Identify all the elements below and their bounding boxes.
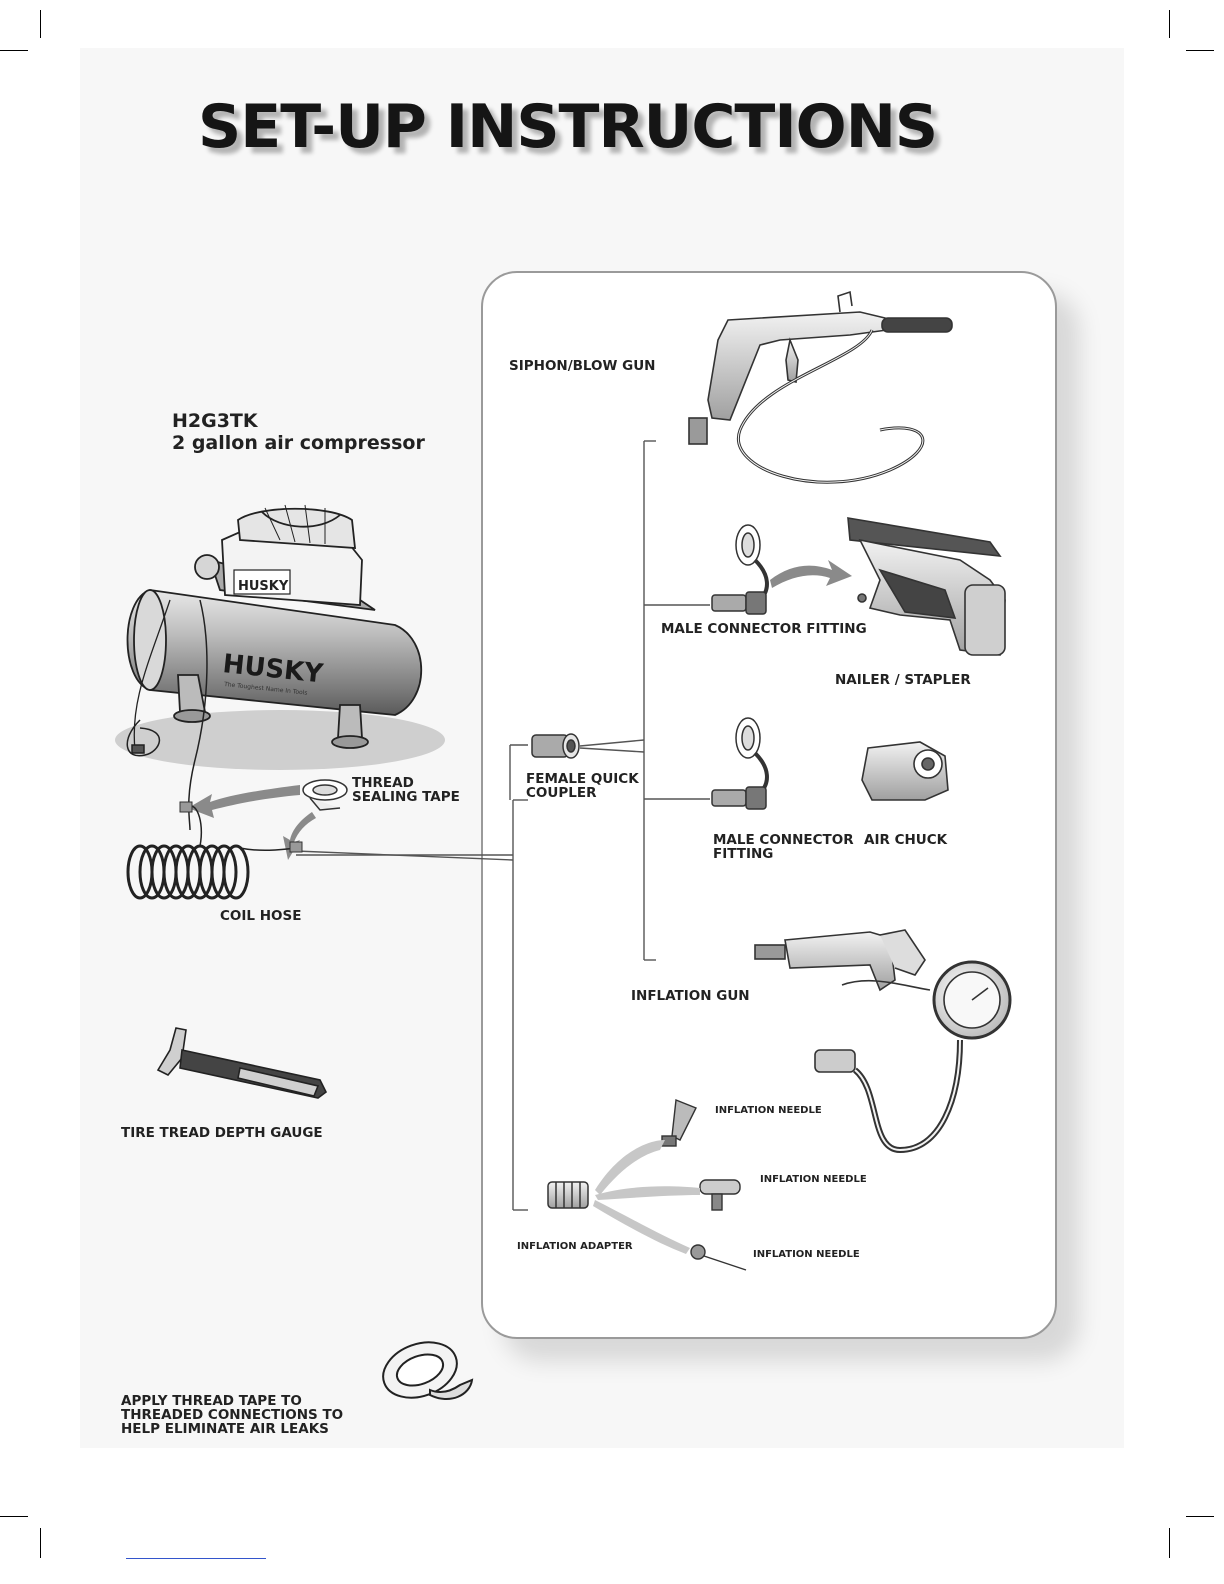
tire-tread-depth-gauge-illustration — [156, 1027, 328, 1099]
air-chuck-illustration — [861, 741, 949, 801]
label-inflation-needle-3: INFLATION NEEDLE — [753, 1249, 860, 1260]
inflation-adapter-illustration — [547, 1181, 589, 1209]
hose-fitting-icon — [179, 801, 193, 813]
compressor-description: 2 gallon air compressor — [172, 432, 425, 454]
crop-mark — [1169, 10, 1170, 38]
crop-mark — [1186, 50, 1214, 51]
inflation-needle-3-illustration — [690, 1244, 747, 1271]
label-inflation-gun: INFLATION GUN — [631, 988, 750, 1004]
thread-sealing-tape-illustration — [302, 779, 348, 811]
label-apply-thread-tape: APPLY THREAD TAPE TO THREADED CONNECTION… — [121, 1393, 344, 1437]
label-female-quick-coupler: FEMALE QUICK COUPLER — [526, 771, 639, 801]
label-male-connector-fitting-2: MALE CONNECTOR FITTING — [713, 832, 854, 862]
crop-mark — [1169, 1528, 1170, 1558]
crop-mark — [40, 10, 41, 38]
apply-tape-arrow-icon — [283, 812, 316, 860]
crop-mark — [40, 1528, 41, 1558]
female-quick-coupler-illustration — [531, 733, 580, 759]
needle-options-spray — [595, 1186, 700, 1200]
nailer-stapler-illustration — [847, 517, 1006, 656]
compressor-model: H2G3TK — [172, 410, 258, 432]
crop-mark — [0, 50, 28, 51]
crop-mark — [1186, 1516, 1214, 1517]
label-inflation-needle-1: INFLATION NEEDLE — [715, 1105, 822, 1116]
hose-fitting-icon — [289, 841, 303, 853]
label-nailer-stapler: NAILER / STAPLER — [835, 672, 971, 688]
page-title: SET-UP INSTRUCTIONS — [198, 92, 938, 162]
label-inflation-needle-2: INFLATION NEEDLE — [760, 1174, 867, 1185]
air-compressor-illustration — [115, 504, 445, 831]
attach-arrow-icon — [770, 560, 852, 588]
crop-mark — [0, 1516, 28, 1517]
label-inflation-adapter: INFLATION ADAPTER — [517, 1241, 633, 1252]
label-air-chuck: AIR CHUCK — [864, 832, 948, 848]
inflation-gun-illustration — [754, 929, 1012, 1154]
label-thread-sealing-tape: THREAD SEALING TAPE — [352, 775, 460, 805]
power-cord-icon — [126, 719, 161, 757]
male-connector-fitting-illustration — [711, 524, 769, 615]
label-tire-tread-depth-gauge: TIRE TREAD DEPTH GAUGE — [121, 1125, 323, 1141]
coil-hose-illustration — [126, 805, 297, 900]
label-coil-hose: COIL HOSE — [220, 908, 302, 924]
needle-options-spray — [593, 1200, 690, 1254]
footer-rule — [126, 1558, 266, 1559]
label-siphon-blow-gun: SIPHON/BLOW GUN — [509, 358, 656, 374]
husky-logo: HUSKY HUSKY The Toughest Name In Tools — [221, 579, 325, 697]
thread-tape-roll-illustration — [382, 1341, 474, 1400]
male-connector-fitting-2-illustration — [711, 717, 769, 810]
compressor-model-block: H2G3TK 2 gallon air compressor — [172, 410, 425, 454]
inflation-needle-2-illustration — [699, 1179, 741, 1211]
label-male-connector-fitting: MALE CONNECTOR FITTING — [661, 621, 867, 637]
needle-options-spray — [595, 1140, 665, 1195]
siphon-blow-gun-illustration — [688, 290, 953, 484]
inflation-needle-1-illustration — [661, 1099, 697, 1147]
apply-tape-arrow-icon — [188, 785, 300, 818]
husky-logo-small: HUSKY — [238, 579, 289, 594]
connector-lines — [295, 440, 710, 1211]
accessories-panel — [481, 271, 1057, 1339]
